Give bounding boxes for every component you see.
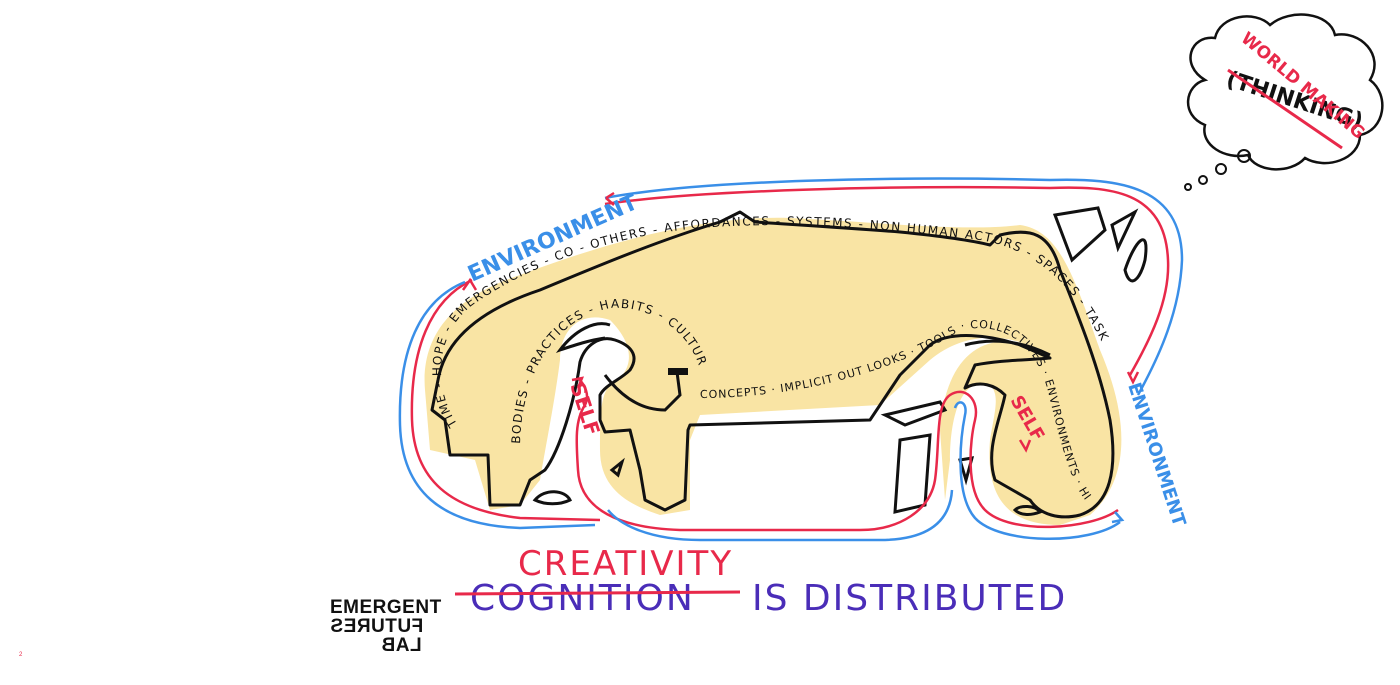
red-loop <box>410 185 1170 532</box>
left-figure-arm <box>603 371 682 412</box>
hammer-icon <box>668 368 688 375</box>
thought-dot-2 <box>1198 175 1208 185</box>
rock-1 <box>1052 206 1107 263</box>
thought-bubble <box>1186 13 1384 171</box>
bubble-strike-line <box>1227 68 1343 150</box>
logo-line-2: FUTURES <box>330 616 424 637</box>
caption-strike-line <box>454 590 741 596</box>
thought-dot-1 <box>1184 183 1192 191</box>
caption-struck-word: COGNITION <box>470 578 695 619</box>
blob-left <box>532 490 573 506</box>
page-number: 2 <box>19 652 23 658</box>
caption-rest: IS DISTRIBUTED <box>752 578 1067 619</box>
blob-small <box>609 457 625 478</box>
rock-2 <box>1110 208 1139 253</box>
thought-dot-4 <box>1237 149 1251 163</box>
rock-4 <box>880 400 948 427</box>
rock-6 <box>958 456 975 486</box>
caption-replacement-word: CREATIVITY <box>518 544 733 584</box>
arrow-env-top <box>605 191 615 206</box>
right-figure-hair <box>964 339 1051 357</box>
logo-line-1: EMERGENT <box>330 597 442 618</box>
left-figure-hair <box>555 322 611 353</box>
emergent-futures-lab-logo: EMERGENT FUTURES LAB <box>330 597 442 656</box>
environment-outline <box>430 210 1115 519</box>
environment-label-right: ENVIRONMENT <box>1123 380 1189 530</box>
arrow-self-right <box>1018 439 1032 453</box>
highlight-band <box>424 217 1122 525</box>
thought-dot-3 <box>1215 163 1227 175</box>
logo-line-3: LAB <box>381 635 422 656</box>
rock-3 <box>1123 238 1148 283</box>
arrow-left-loop <box>461 277 478 291</box>
rock-5 <box>893 433 932 514</box>
blue-loop <box>398 177 1184 542</box>
arrow-bottom-right <box>1111 511 1125 524</box>
arrow-env-right <box>1126 371 1140 385</box>
arrow-self-left <box>571 376 585 389</box>
blob-right <box>1012 505 1043 516</box>
